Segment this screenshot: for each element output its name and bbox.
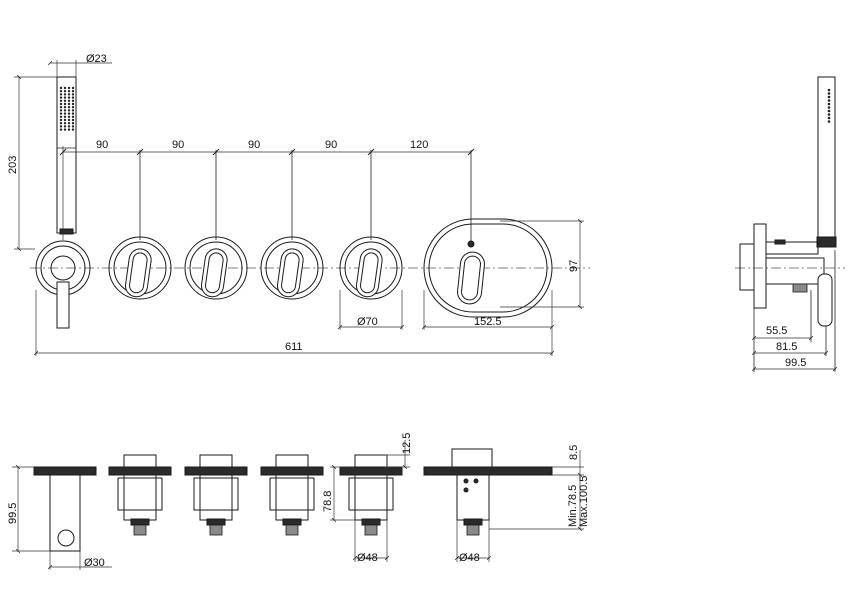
dim-knob-diameter: Ø70 — [357, 316, 378, 328]
hose-outlet — [56, 281, 70, 329]
dim-outlet-diameter: Ø30 — [84, 557, 105, 569]
dim-plate-thickness: 8.5 — [568, 445, 580, 460]
dim-spacing-5: 120 — [410, 139, 428, 151]
dim-total-width: 611 — [285, 341, 303, 353]
dim-valve-height: 78.8 — [322, 491, 334, 512]
dim-spacing-3: 90 — [248, 139, 260, 151]
valve-section-3 — [260, 454, 324, 536]
dim-valve-diameter-1: Ø48 — [357, 552, 378, 564]
dim-plate-height: 97 — [568, 260, 580, 272]
dim-spacing-1: 90 — [96, 139, 108, 151]
front-view: Ø23 203 90 90 90 90 120 Ø70 152.5 97 — [7, 53, 590, 356]
dim-side-depth-1: 55.5 — [766, 325, 787, 337]
dim-depth-max: Max.100.5 — [578, 476, 590, 527]
side-hand-shower — [817, 76, 836, 244]
dim-depth-min: Min.78.5 — [567, 485, 579, 527]
knob-3 — [260, 236, 324, 300]
dim-spacing-2: 90 — [172, 139, 184, 151]
dim-side-depth-3: 99.5 — [785, 357, 806, 369]
outlet-section: 99.5 Ø30 — [7, 467, 112, 570]
valve-section-2 — [184, 454, 248, 536]
dim-handshower-height: 203 — [7, 156, 19, 174]
side-view: 55.5 81.5 99.5 — [735, 76, 845, 372]
dim-outlet-height: 99.5 — [7, 503, 19, 524]
dim-valve-top: 12.5 — [401, 433, 413, 454]
dim-spacing-4: 90 — [325, 139, 337, 151]
hand-shower-nozzles — [59, 86, 75, 131]
mixer-plate — [423, 218, 553, 318]
knob-1 — [108, 236, 172, 300]
hand-shower — [35, 76, 91, 329]
section-view: 99.5 Ø30 12.5 78.8 Ø48 — [7, 433, 590, 570]
dim-side-depth-2: 81.5 — [776, 341, 797, 353]
mixer-section: Ø48 8.5 Min.78.5 Max.100.5 — [423, 445, 590, 564]
valve-section-4 — [339, 454, 403, 536]
dim-handshower-diameter: Ø23 — [86, 53, 107, 65]
dim-plate-width: 152.5 — [474, 316, 502, 328]
valve-section-1 — [108, 454, 172, 536]
dim-valve-diameter-2: Ø48 — [459, 552, 480, 564]
